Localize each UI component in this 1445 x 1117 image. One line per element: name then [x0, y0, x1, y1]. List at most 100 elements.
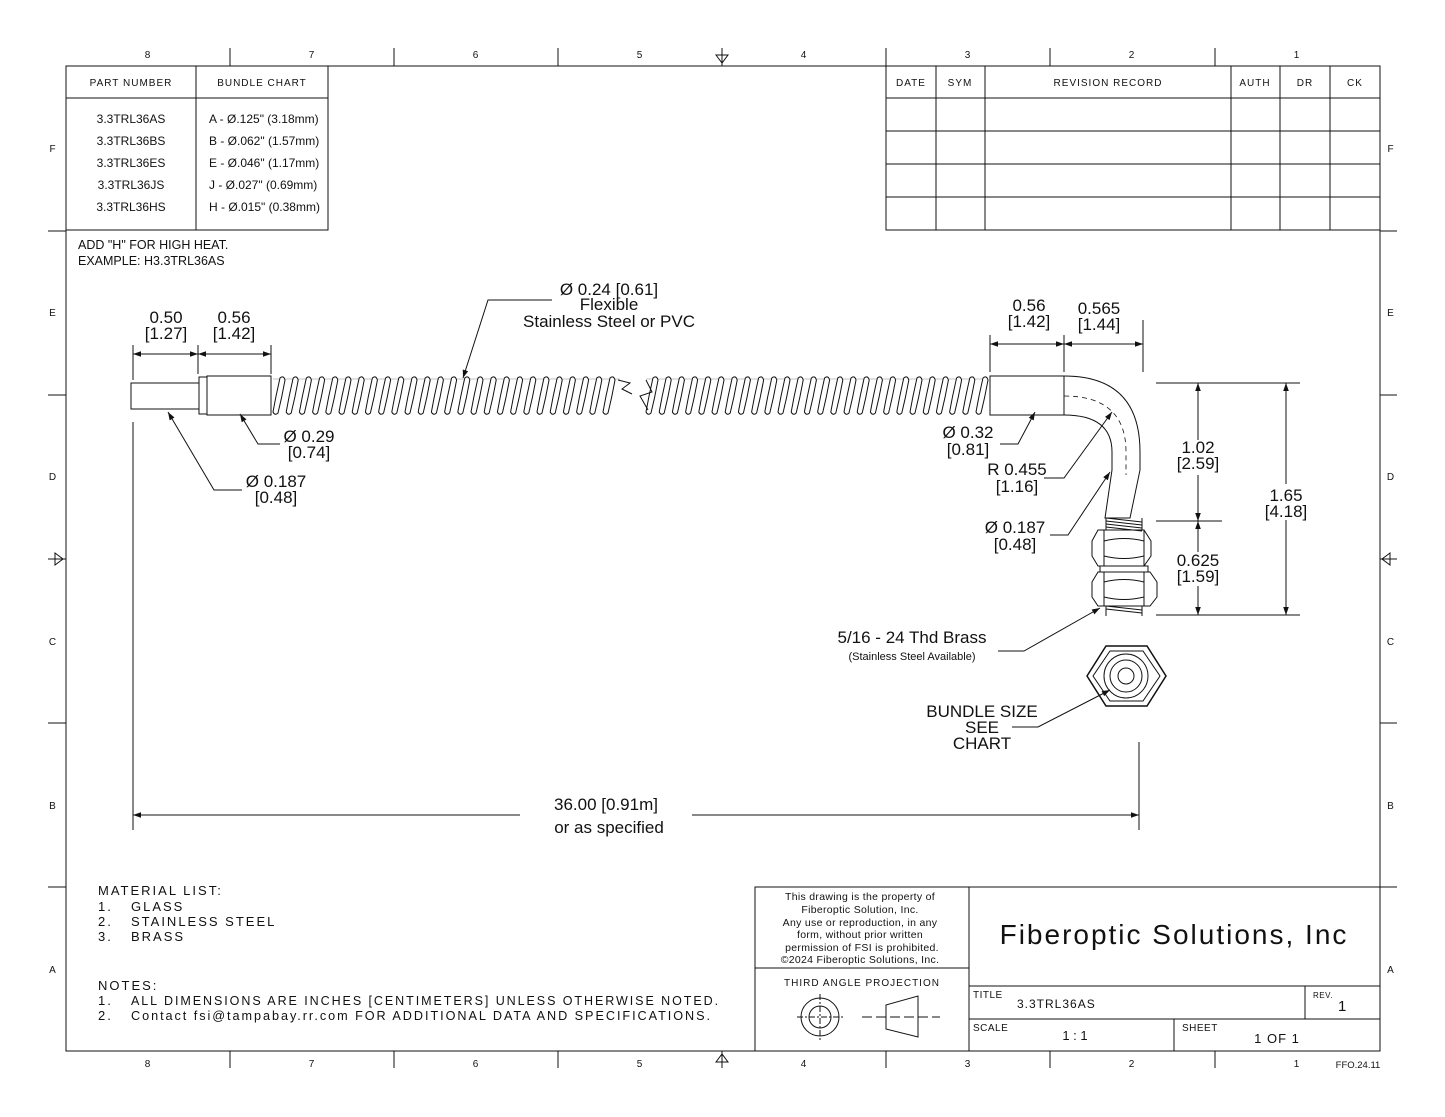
title-label: TITLE	[973, 990, 1003, 1001]
zone-row-d-right: D	[1387, 472, 1395, 483]
dim-thread-length: 0.625	[1177, 551, 1220, 570]
revision-header-date: DATE	[896, 78, 926, 89]
zone-col-7-bottom: 7	[309, 1059, 316, 1070]
dim-ferrule-diameter: Ø 0.29	[283, 427, 334, 446]
revision-header-dr: DR	[1297, 78, 1313, 89]
dim-tip-length-metric: [1.27]	[145, 324, 188, 343]
dim-flexible-line1: Ø 0.24 [0.61]	[560, 280, 658, 299]
zone-col-3-bottom: 3	[965, 1059, 972, 1070]
bundle-callout-line3: CHART	[953, 734, 1011, 753]
dim-bend-length-metric: [1.44]	[1078, 315, 1121, 334]
dim-ferrule-diameter-metric: [0.74]	[288, 443, 331, 462]
zone-col-3-top: 3	[965, 50, 972, 61]
zone-ticks	[48, 48, 1397, 1068]
dim-bend-length: 0.565	[1078, 299, 1121, 318]
dim-right-ferrule-diameter-metric: [0.81]	[947, 440, 990, 459]
dim-bend-radius-metric: [1.16]	[996, 477, 1039, 496]
dim-bend-radius: R 0.455	[987, 460, 1047, 479]
sheet-border	[65, 65, 1381, 1052]
zone-row-f-right: F	[1387, 144, 1394, 155]
property-notice-line: Fiberoptic Solution, Inc.	[801, 904, 918, 916]
rev-label: REV.	[1313, 991, 1333, 1000]
property-notice-line: form, without prior written	[797, 929, 923, 941]
property-notice-line: ©2024 Fiberoptic Solutions, Inc.	[781, 954, 940, 966]
zone-row-e-left: E	[49, 308, 57, 319]
zone-col-1-top: 1	[1294, 50, 1301, 61]
threaded-fitting	[1091, 517, 1158, 616]
dim-flexible-line2: Flexible	[580, 295, 639, 314]
dim-tip-diameter: Ø 0.187	[246, 472, 307, 491]
revision-header-record: REVISION RECORD	[1054, 78, 1163, 89]
material-list: MATERIAL LIST: 1. GLASS 2. STAINLESS STE…	[98, 883, 276, 944]
dim-tip-length: 0.50	[149, 308, 182, 327]
zone-labels: 8 7 6 5 4 3 2 1 8 7 6 5 4 3 2 1 F E D C …	[49, 50, 1395, 1070]
bundle-row-chart: A - Ø.125" (3.18mm)	[209, 112, 319, 126]
zone-col-5-bottom: 5	[637, 1059, 644, 1070]
centering-marks	[48, 48, 1397, 1068]
zone-col-4-top: 4	[801, 50, 808, 61]
material-item-text: BRASS	[131, 929, 185, 944]
company-name: Fiberoptic Solutions, Inc	[1000, 919, 1349, 950]
material-item-number: 3.	[98, 929, 113, 944]
bundle-col-chart-header: BUNDLE CHART	[217, 78, 307, 89]
dim-ferrule-length-metric: [1.42]	[213, 324, 256, 343]
material-item-number: 2.	[98, 914, 113, 929]
general-notes: NOTES: 1. ALL DIMENSIONS ARE INCHES [CEN…	[98, 978, 720, 1023]
high-heat-note-line2: EXAMPLE: H3.3TRL36AS	[78, 254, 225, 268]
material-list-title: MATERIAL LIST:	[98, 883, 223, 898]
zone-col-8-top: 8	[145, 50, 152, 61]
high-heat-note: ADD "H" FOR HIGH HEAT. EXAMPLE: H3.3TRL3…	[78, 238, 228, 268]
note-number: 2.	[98, 1008, 113, 1023]
dim-thread-length-metric: [1.59]	[1177, 567, 1220, 586]
bundle-row-chart: B - Ø.062" (1.57mm)	[209, 134, 319, 148]
left-tip-assembly	[130, 375, 272, 416]
bundle-row-part: 3.3TRL36ES	[97, 156, 166, 170]
dim-right-ferrule-length: 0.56	[1012, 296, 1045, 315]
dim-right-ferrule-length-metric: [1.42]	[1008, 312, 1051, 331]
dim-tip-diameter-metric: [0.48]	[255, 488, 298, 507]
dim-total-height-metric: [4.18]	[1265, 502, 1308, 521]
zone-row-c-left: C	[49, 637, 57, 648]
bundle-row-part: 3.3TRL36JS	[98, 178, 165, 192]
property-notice-line: Any use or reproduction, in any	[783, 917, 938, 929]
dimension-labels: Ø 0.24 [0.61] Flexible Stainless Steel o…	[145, 280, 1308, 837]
bundle-callout-line2: SEE	[965, 718, 999, 737]
thread-callout-note: (Stainless Steel Available)	[849, 651, 976, 663]
dim-total-height: 1.65	[1269, 486, 1302, 505]
scale-label: SCALE	[973, 1023, 1008, 1034]
zone-col-5-top: 5	[637, 50, 644, 61]
note-text: ALL DIMENSIONS ARE INCHES [CENTIMETERS] …	[131, 993, 720, 1008]
note-text: Contact fsi@tampabay.rr.com FOR ADDITION…	[131, 1008, 712, 1023]
revision-header-ck: CK	[1347, 78, 1363, 89]
zone-row-c-right: C	[1387, 637, 1395, 648]
high-heat-note-line1: ADD "H" FOR HIGH HEAT.	[78, 238, 228, 252]
revision-header-sym: SYM	[948, 78, 973, 89]
notes-title: NOTES:	[98, 978, 158, 993]
scale-value: 1 : 1	[1062, 1028, 1087, 1043]
end-view-hex	[1086, 645, 1167, 707]
dim-bend-height-metric: [2.59]	[1177, 454, 1220, 473]
zone-row-b-right: B	[1387, 801, 1395, 812]
dim-right-tip-diameter: Ø 0.187	[985, 518, 1046, 537]
dim-overall-length: 36.00 [0.91m]	[554, 795, 658, 814]
zone-row-d-left: D	[49, 472, 57, 483]
projection-label: THIRD ANGLE PROJECTION	[784, 978, 940, 989]
bundle-row-chart: E - Ø.046" (1.17mm)	[209, 156, 319, 170]
bundle-row-chart: H - Ø.015" (0.38mm)	[209, 200, 320, 214]
dim-overall-length-note: or as specified	[554, 818, 664, 837]
bundle-row-part: 3.3TRL36HS	[96, 200, 165, 214]
dim-ferrule-length: 0.56	[217, 308, 250, 327]
zone-col-6-bottom: 6	[473, 1059, 480, 1070]
drawing-code: FFO.24.11	[1336, 1060, 1381, 1071]
zone-col-7-top: 7	[309, 50, 316, 61]
zone-col-4-bottom: 4	[801, 1059, 808, 1070]
zone-col-2-bottom: 2	[1129, 1059, 1136, 1070]
material-item-text: STAINLESS STEEL	[131, 914, 276, 929]
dim-bend-height: 1.02	[1181, 438, 1214, 457]
dim-right-ferrule-diameter: Ø 0.32	[942, 423, 993, 442]
dim-right-tip-diameter-metric: [0.48]	[994, 535, 1037, 554]
sheet-value: 1 OF 1	[1254, 1031, 1300, 1046]
flexible-sheath	[272, 376, 989, 415]
bundle-row-part: 3.3TRL36BS	[97, 134, 166, 148]
bundle-callout-line1: BUNDLE SIZE	[926, 702, 1037, 721]
